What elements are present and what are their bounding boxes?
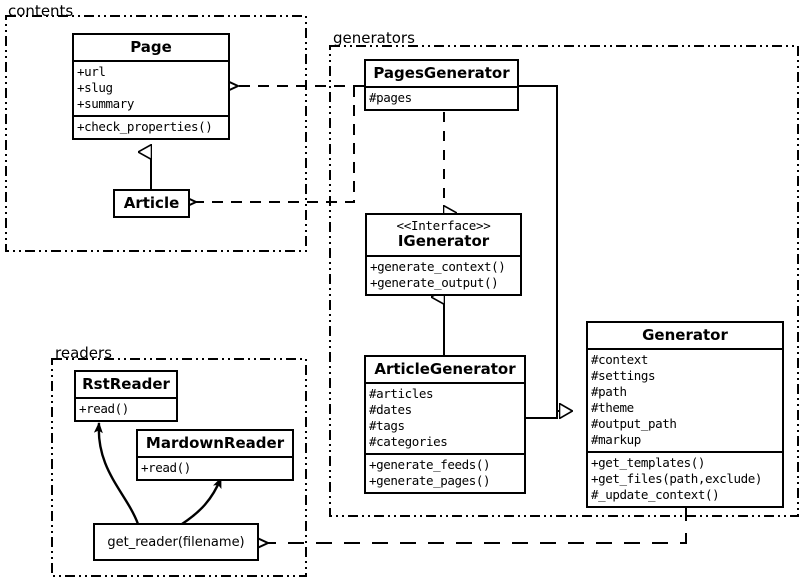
class-box-markdownreader[interactable]: MardownReader +read() bbox=[136, 429, 294, 482]
class-attribute: #markup bbox=[591, 432, 641, 448]
class-box-pagesgenerator[interactable]: PagesGenerator #pages bbox=[364, 59, 519, 112]
class-methods-igenerator: +generate_context() +generate_output() bbox=[367, 257, 520, 294]
class-name-markdownreader: MardownReader bbox=[145, 434, 285, 452]
class-attribute: #categories bbox=[369, 434, 448, 450]
class-attribute: #output_path bbox=[591, 416, 677, 432]
class-stereotype-igenerator: <<Interface>> bbox=[396, 218, 491, 233]
class-attribute: #theme bbox=[591, 400, 634, 416]
class-methods-articlegenerator: +generate_feeds() +generate_pages() bbox=[366, 455, 524, 492]
class-method: +generate_output() bbox=[370, 274, 499, 290]
class-attributes-page: +url +slug +summary bbox=[74, 62, 228, 115]
class-box-page[interactable]: Page +url +slug +summary +check_properti… bbox=[72, 33, 230, 141]
class-attributes-generator: #context #settings #path #theme #output_… bbox=[588, 350, 782, 451]
class-box-igenerator[interactable]: <<Interface>> IGenerator +generate_conte… bbox=[365, 213, 522, 296]
class-name-igenerator: <<Interface>> IGenerator bbox=[367, 215, 520, 255]
class-name-article: Article bbox=[123, 194, 180, 212]
package-label-contents: contents bbox=[6, 2, 76, 20]
class-name-generator: Generator bbox=[642, 326, 728, 344]
connector-articlegenerator-to-generator bbox=[526, 411, 558, 419]
package-label-generators: generators bbox=[331, 29, 417, 47]
class-methods-page: +check_properties() bbox=[74, 117, 228, 138]
class-name-page: Page bbox=[130, 38, 172, 56]
class-attribute: #dates bbox=[369, 402, 412, 418]
class-method: +get_files(path,exclude) bbox=[591, 471, 763, 487]
class-methods-markdownreader: +read() bbox=[138, 458, 292, 479]
class-method: +read() bbox=[79, 401, 129, 417]
class-method: +generate_pages() bbox=[369, 473, 491, 489]
connector-pagesgenerator-to-generator bbox=[519, 85, 572, 411]
class-name-pagesgenerator: PagesGenerator bbox=[373, 64, 510, 82]
class-attribute: +slug bbox=[77, 80, 113, 96]
class-box-generator[interactable]: Generator #context #settings #path #them… bbox=[586, 321, 784, 509]
class-attributes-articlegenerator: #articles #dates #tags #categories bbox=[366, 384, 524, 453]
class-attributes-pagesgenerator: #pages bbox=[366, 88, 517, 109]
class-name-articlegenerator: ArticleGenerator bbox=[374, 360, 516, 378]
class-attribute: #tags bbox=[369, 418, 405, 434]
connector-getreader-to-rstreader bbox=[93, 422, 140, 525]
class-name-rstreader: RstReader bbox=[82, 375, 170, 393]
connector-generator-to-getreader bbox=[268, 505, 687, 543]
class-attribute: +summary bbox=[77, 96, 135, 112]
class-name-label: IGenerator bbox=[397, 232, 490, 251]
class-method: +generate_feeds() bbox=[369, 457, 491, 473]
class-method: +check_properties() bbox=[77, 119, 213, 135]
class-methods-rstreader: +read() bbox=[76, 399, 176, 420]
class-attribute: +url bbox=[77, 64, 106, 80]
class-method: +get_templates() bbox=[591, 455, 706, 471]
connector-getreader-to-markdownreader bbox=[181, 477, 223, 525]
function-box-get-reader[interactable]: get_reader(filename) bbox=[93, 523, 259, 561]
class-attribute: #pages bbox=[369, 90, 412, 106]
class-attribute: #path bbox=[591, 384, 627, 400]
package-label-readers: readers bbox=[53, 344, 114, 362]
class-box-articlegenerator[interactable]: ArticleGenerator #articles #dates #tags … bbox=[364, 355, 526, 495]
class-attribute: #settings bbox=[591, 368, 656, 384]
class-method: +read() bbox=[141, 460, 191, 476]
class-box-rstreader[interactable]: RstReader +read() bbox=[74, 370, 178, 423]
class-box-article[interactable]: Article bbox=[113, 189, 190, 219]
class-method: +generate_context() bbox=[370, 258, 506, 274]
function-label-get-reader: get_reader(filename) bbox=[107, 534, 245, 550]
class-attribute: #context bbox=[591, 352, 649, 368]
class-attribute: #articles bbox=[369, 386, 434, 402]
class-methods-generator: +get_templates() +get_files(path,exclude… bbox=[588, 453, 782, 506]
class-method: #_update_context() bbox=[591, 487, 720, 503]
